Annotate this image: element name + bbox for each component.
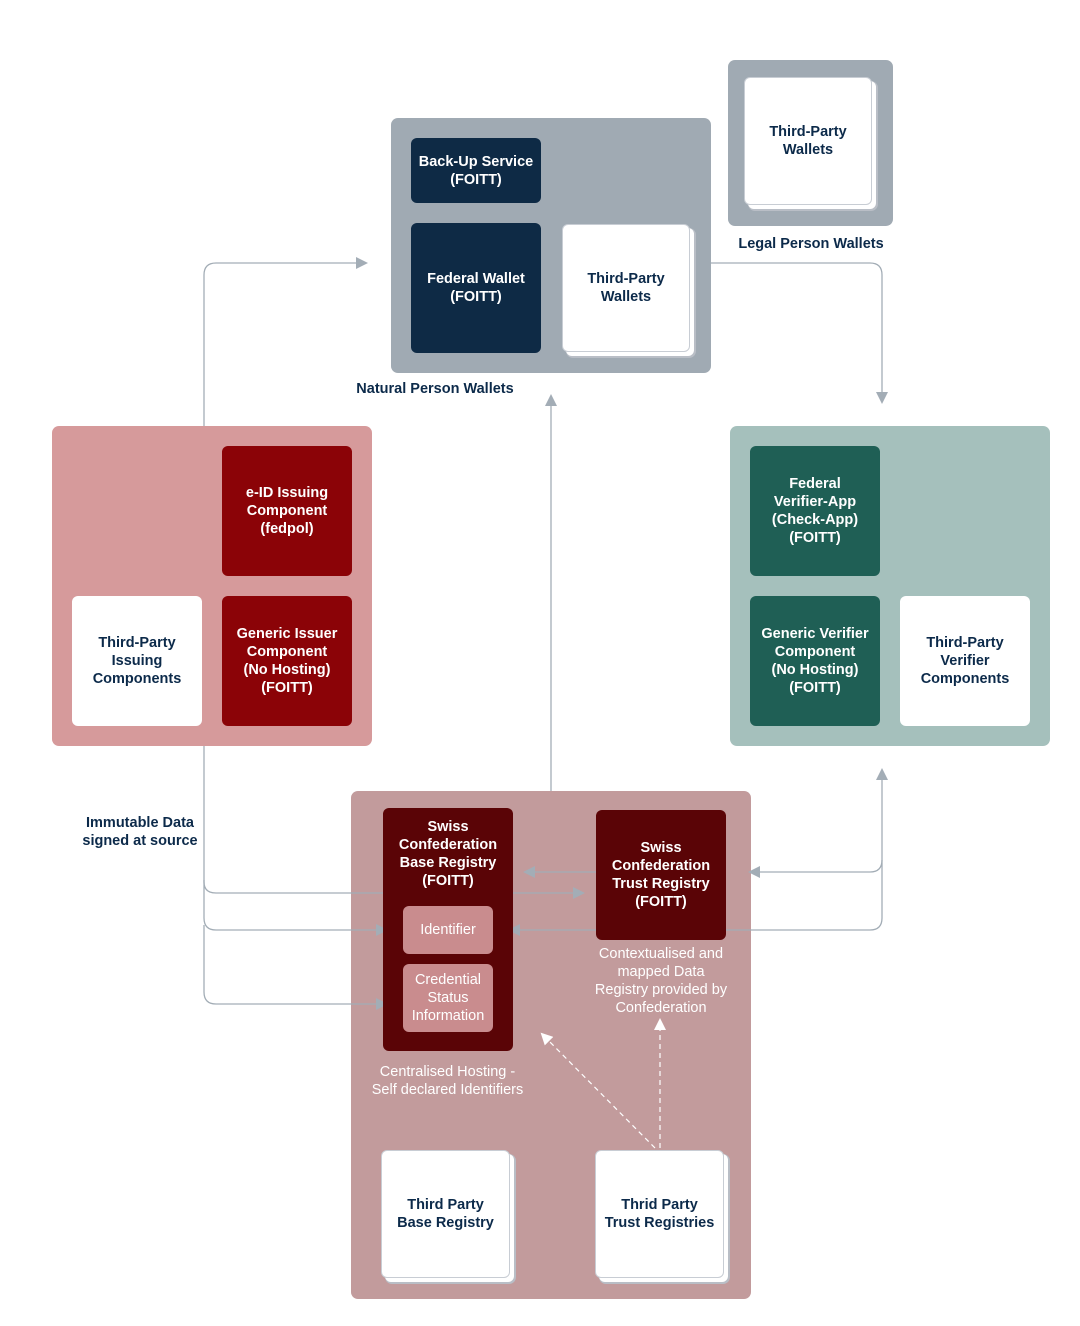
- third-party-wallets-stack: [562, 224, 690, 352]
- third-party-trust-registries-box[interactable]: Thrid Party Trust Registries: [604, 1197, 715, 1231]
- third-party-trust-registries-stack: [595, 1150, 724, 1278]
- eid-issuing-component-box[interactable]: e-ID Issuing Component (fedpol): [222, 446, 352, 576]
- identifier-box[interactable]: Identifier: [403, 906, 493, 954]
- trust-registry-caption: Contextualised and mapped Data Registry …: [594, 946, 728, 1016]
- verifier-to-trust-registry-connector: [748, 859, 883, 878]
- third-party-base-registry-box[interactable]: Third Party Base Registry: [397, 1197, 494, 1231]
- issuer-to-credential-status-connector: [203, 925, 388, 1010]
- trust-registry-box[interactable]: Swiss Confederation Trust Registry (FOIT…: [596, 810, 726, 940]
- third-party-wallets-box[interactable]: Third-Party Wallets: [587, 271, 665, 305]
- generic-issuer-component-box[interactable]: Generic Issuer Component (No Hosting) (F…: [222, 596, 352, 726]
- credential-status-box[interactable]: Credential Status Information: [403, 964, 493, 1032]
- centralised-hosting-caption: Centralised Hosting - Self declared Iden…: [371, 1064, 524, 1098]
- backup-service-box[interactable]: Back-Up Service (FOITT): [411, 138, 541, 203]
- issuer-to-wallet-connector: [203, 257, 368, 426]
- legal-third-party-wallets-stack: [744, 77, 872, 205]
- third-party-base-registry-stack: [381, 1150, 510, 1278]
- third-party-issuing-components-box[interactable]: Third-Party Issuing Components: [72, 596, 202, 726]
- legal-third-party-wallets-box[interactable]: Third-Party Wallets: [769, 124, 847, 158]
- issuer-to-identifier-connector: [203, 880, 388, 936]
- generic-verifier-component-box[interactable]: Generic Verifier Component (No Hosting) …: [750, 596, 880, 726]
- federal-verifier-app-box[interactable]: Federal Verifier-App (Check-App) (FOITT): [750, 446, 880, 576]
- third-party-verifier-components-box[interactable]: Third-Party Verifier Components: [900, 596, 1030, 726]
- federal-wallet-box[interactable]: Federal Wallet (FOITT): [411, 223, 541, 353]
- third-party-trust-to-base-dashed: [540, 1032, 656, 1149]
- natural-person-wallets-label: Natural Person Wallets: [356, 381, 514, 397]
- wallet-to-verifier-connector: [711, 262, 888, 404]
- legal-person-wallets-label: Legal Person Wallets: [738, 236, 884, 252]
- verifier-to-identifier-connector: [508, 870, 883, 936]
- immutable-data-label: Immutable Data signed at source: [82, 815, 198, 849]
